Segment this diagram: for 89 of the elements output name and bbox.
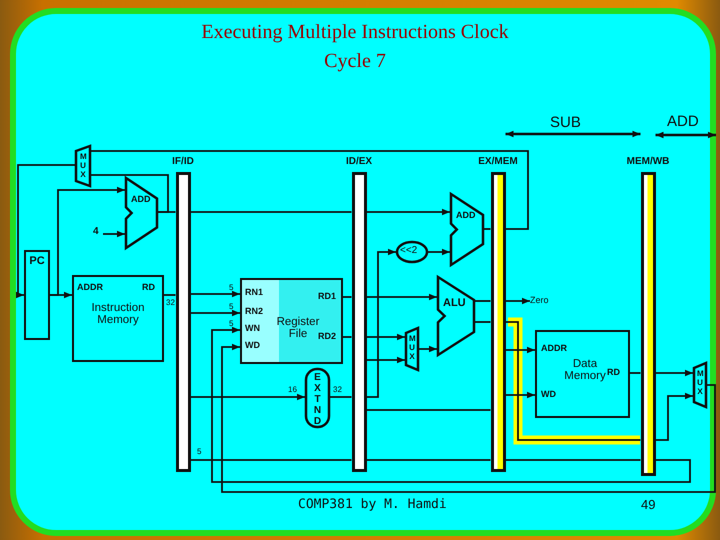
wire-arrow <box>506 346 535 354</box>
wire-arrow <box>506 392 535 398</box>
shift-unit <box>396 241 428 263</box>
wire-arrow <box>419 346 437 352</box>
wire <box>164 294 176 296</box>
wire-arrow <box>16 164 75 298</box>
wire-arrow <box>190 394 305 400</box>
wire <box>190 211 352 213</box>
register-label: MEM/WB <box>626 157 670 168</box>
mux-shape <box>405 327 419 371</box>
adder-shape <box>450 193 484 266</box>
block-box <box>72 275 164 362</box>
wire-arrow <box>428 248 450 256</box>
port-label: ADDR <box>77 283 103 292</box>
adder-shape <box>125 177 158 249</box>
mux-shape <box>693 362 707 408</box>
unit-label: ADD <box>456 211 476 220</box>
mux-label: MUX <box>697 370 703 396</box>
wire <box>330 396 352 398</box>
wire-arrow <box>103 230 125 238</box>
register-label: EX/MEM <box>477 157 519 168</box>
unit-label: ALU <box>443 298 466 310</box>
wire <box>366 409 490 411</box>
bus-width: 16 <box>288 385 297 394</box>
wire-arrow <box>506 298 530 304</box>
wire-arrow <box>190 310 240 316</box>
port-label: RD <box>142 283 155 292</box>
register-label: ID/EX <box>344 157 374 168</box>
wire <box>484 228 490 230</box>
wire-arrow <box>50 186 125 296</box>
wire <box>91 150 529 230</box>
port-label: RN1 <box>245 288 264 298</box>
footer-text: COMP381 by M. Hamdi <box>298 497 447 512</box>
wire-arrow <box>211 326 691 483</box>
edge-label: ADD <box>667 113 699 130</box>
adder-shape <box>437 276 475 356</box>
wire-arrow <box>366 294 437 300</box>
unit-label: <<2 <box>400 246 418 256</box>
wire <box>343 336 352 338</box>
mux-shape <box>75 145 91 187</box>
bus-width: 32 <box>166 298 175 307</box>
unit-label: EXTND <box>314 372 322 427</box>
wire <box>475 300 490 302</box>
mux-label: MUX <box>409 335 415 362</box>
port-label: WD <box>541 390 556 400</box>
bus-width: 5 <box>197 447 202 456</box>
wire-arrow <box>506 130 640 138</box>
wire-arrow <box>366 248 396 398</box>
wire-arrow <box>190 290 240 298</box>
port-label: WD <box>245 341 260 350</box>
bus-width: 5 <box>229 283 234 292</box>
wire-arrow <box>656 392 693 441</box>
signal-label: 4 <box>93 226 99 237</box>
wire-arrow <box>366 356 405 364</box>
port-label: RD2 <box>318 332 336 342</box>
port-label: WN <box>245 324 260 334</box>
port-label: RD <box>607 368 620 378</box>
block-box <box>535 330 630 418</box>
unit-label: ADD <box>131 195 150 204</box>
block-label: PC <box>28 256 46 268</box>
sign-extend-unit <box>305 368 330 428</box>
wire <box>475 321 490 323</box>
wire <box>630 372 640 374</box>
wire <box>506 459 640 461</box>
bus-width: 5 <box>229 302 234 311</box>
wire <box>190 459 352 461</box>
port-label: RD1 <box>318 292 336 302</box>
wire <box>343 296 352 298</box>
wire <box>158 211 176 213</box>
block-label: Instruction Memory <box>90 302 146 326</box>
bus-width: 5 <box>229 319 234 328</box>
port-label: ADDR <box>541 344 567 354</box>
mux-label: MUX <box>80 153 86 180</box>
wire-arrow <box>656 132 716 138</box>
port-label: RN2 <box>245 307 264 316</box>
wire-arrow <box>366 208 450 216</box>
page-number: 49 <box>641 497 656 512</box>
wire-arrow <box>366 334 405 340</box>
wire <box>91 174 169 213</box>
wire <box>366 459 490 461</box>
wire-arrow <box>221 344 716 493</box>
bus-width: 32 <box>333 385 342 394</box>
register-label: IF/ID <box>171 157 195 168</box>
wire-arrow <box>656 370 693 376</box>
slide-title: Executing Multiple Instructions Clock Cycle 7 <box>200 20 510 74</box>
signal-label: Zero <box>530 295 549 305</box>
register-file-box <box>240 278 343 364</box>
edge-label: SUB <box>550 114 581 131</box>
block-box <box>24 250 50 340</box>
